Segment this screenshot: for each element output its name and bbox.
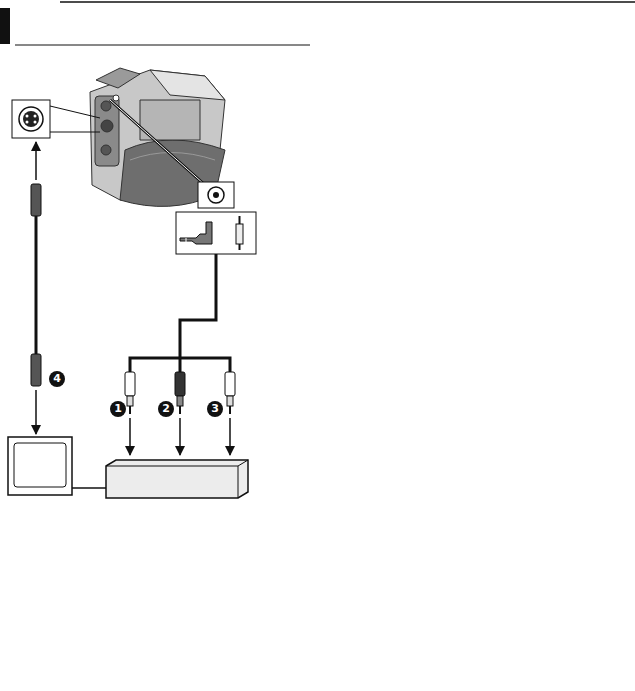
header-rule [60, 1, 635, 3]
av-cable [130, 254, 230, 372]
section-tab [0, 8, 10, 44]
s-video-cable [31, 142, 41, 434]
plug-arrows [130, 418, 230, 455]
vcr [106, 460, 248, 498]
callout-number: 1 [110, 401, 126, 417]
callout-number: 4 [49, 371, 65, 387]
av-jack-inset [110, 100, 256, 254]
heading-rule [15, 45, 310, 46]
callout-number: 2 [158, 401, 174, 417]
callout-number: 3 [207, 401, 223, 417]
s-video-jack-inset [12, 100, 100, 138]
television [8, 437, 106, 495]
